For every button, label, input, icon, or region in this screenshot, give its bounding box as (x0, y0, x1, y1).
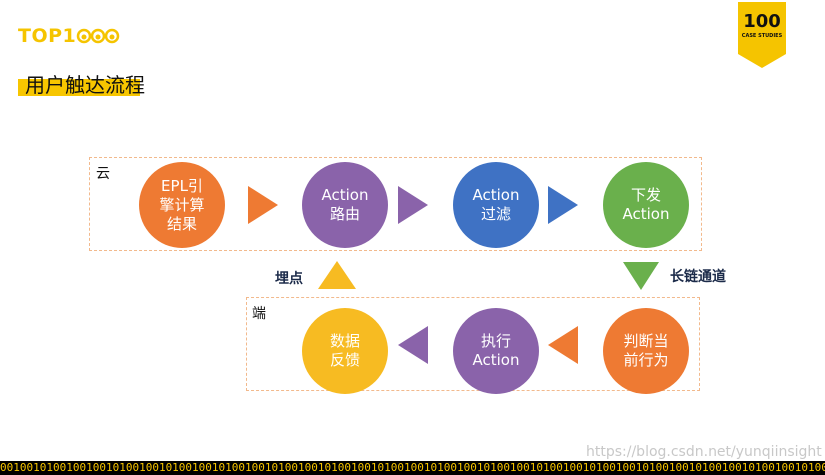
node-line: 判断当 (623, 332, 669, 350)
top1-logo: TOP1 (18, 24, 120, 48)
node-line: 擎计算 (159, 195, 205, 214)
node-execute-action: 执行 Action (453, 308, 539, 394)
arrow-right-icon (248, 186, 278, 224)
node-line: 数据 (329, 332, 360, 350)
edge-label: 端 (252, 306, 266, 322)
node-data-feedback: 数据 反馈 (302, 308, 388, 394)
watermark: https://blog.csdn.net/yunqiinsight (586, 444, 822, 460)
arrow-up-icon (318, 261, 356, 289)
arrow-right-icon (398, 186, 428, 224)
node-epl-result: EPL引 擎计算 结果 (139, 162, 225, 248)
eyes-icon (77, 28, 120, 44)
arrow-down-icon (623, 262, 659, 290)
track-label: 埋点 (275, 271, 303, 287)
badge-shape-icon (738, 2, 786, 68)
arrow-left-icon (398, 326, 428, 364)
node-line: 过滤 (480, 205, 511, 223)
node-line: 路由 (329, 205, 360, 223)
footer-binary-bar: 0010010100100100101001001010010010100100… (0, 461, 825, 475)
long-link-label: 长链通道 (670, 269, 726, 285)
node-line: 反馈 (329, 351, 360, 369)
node-line: Action (622, 205, 670, 223)
node-line: Action (321, 186, 369, 204)
node-line: 前行为 (623, 351, 669, 369)
arrow-left-icon (548, 326, 578, 364)
case-studies-badge: 100 CASE STUDIES (738, 2, 786, 68)
node-line: 结果 (166, 214, 197, 233)
node-line: Action (472, 186, 520, 204)
arrow-right-icon (548, 186, 578, 224)
badge-number: 100 (743, 11, 781, 32)
footer-pattern: 0010010100100100101001001010010010100100… (0, 461, 825, 474)
page-title: 用户触达流程 (25, 73, 145, 97)
logo-text: TOP1 (18, 25, 77, 47)
badge-subtitle: CASE STUDIES (741, 33, 783, 39)
node-line: EPL引 (161, 176, 203, 195)
title-highlight (18, 79, 140, 96)
cloud-label: 云 (96, 166, 110, 182)
node-line: Action (472, 351, 520, 369)
node-action-route: Action 路由 (302, 162, 388, 248)
node-judge-behavior: 判断当 前行为 (603, 308, 689, 394)
node-dispatch-action: 下发 Action (603, 162, 689, 248)
edge-frame (246, 297, 700, 391)
node-action-filter: Action 过滤 (453, 162, 539, 248)
node-line: 下发 (630, 186, 661, 204)
cloud-frame (89, 157, 702, 251)
node-line: 执行 (480, 332, 511, 350)
